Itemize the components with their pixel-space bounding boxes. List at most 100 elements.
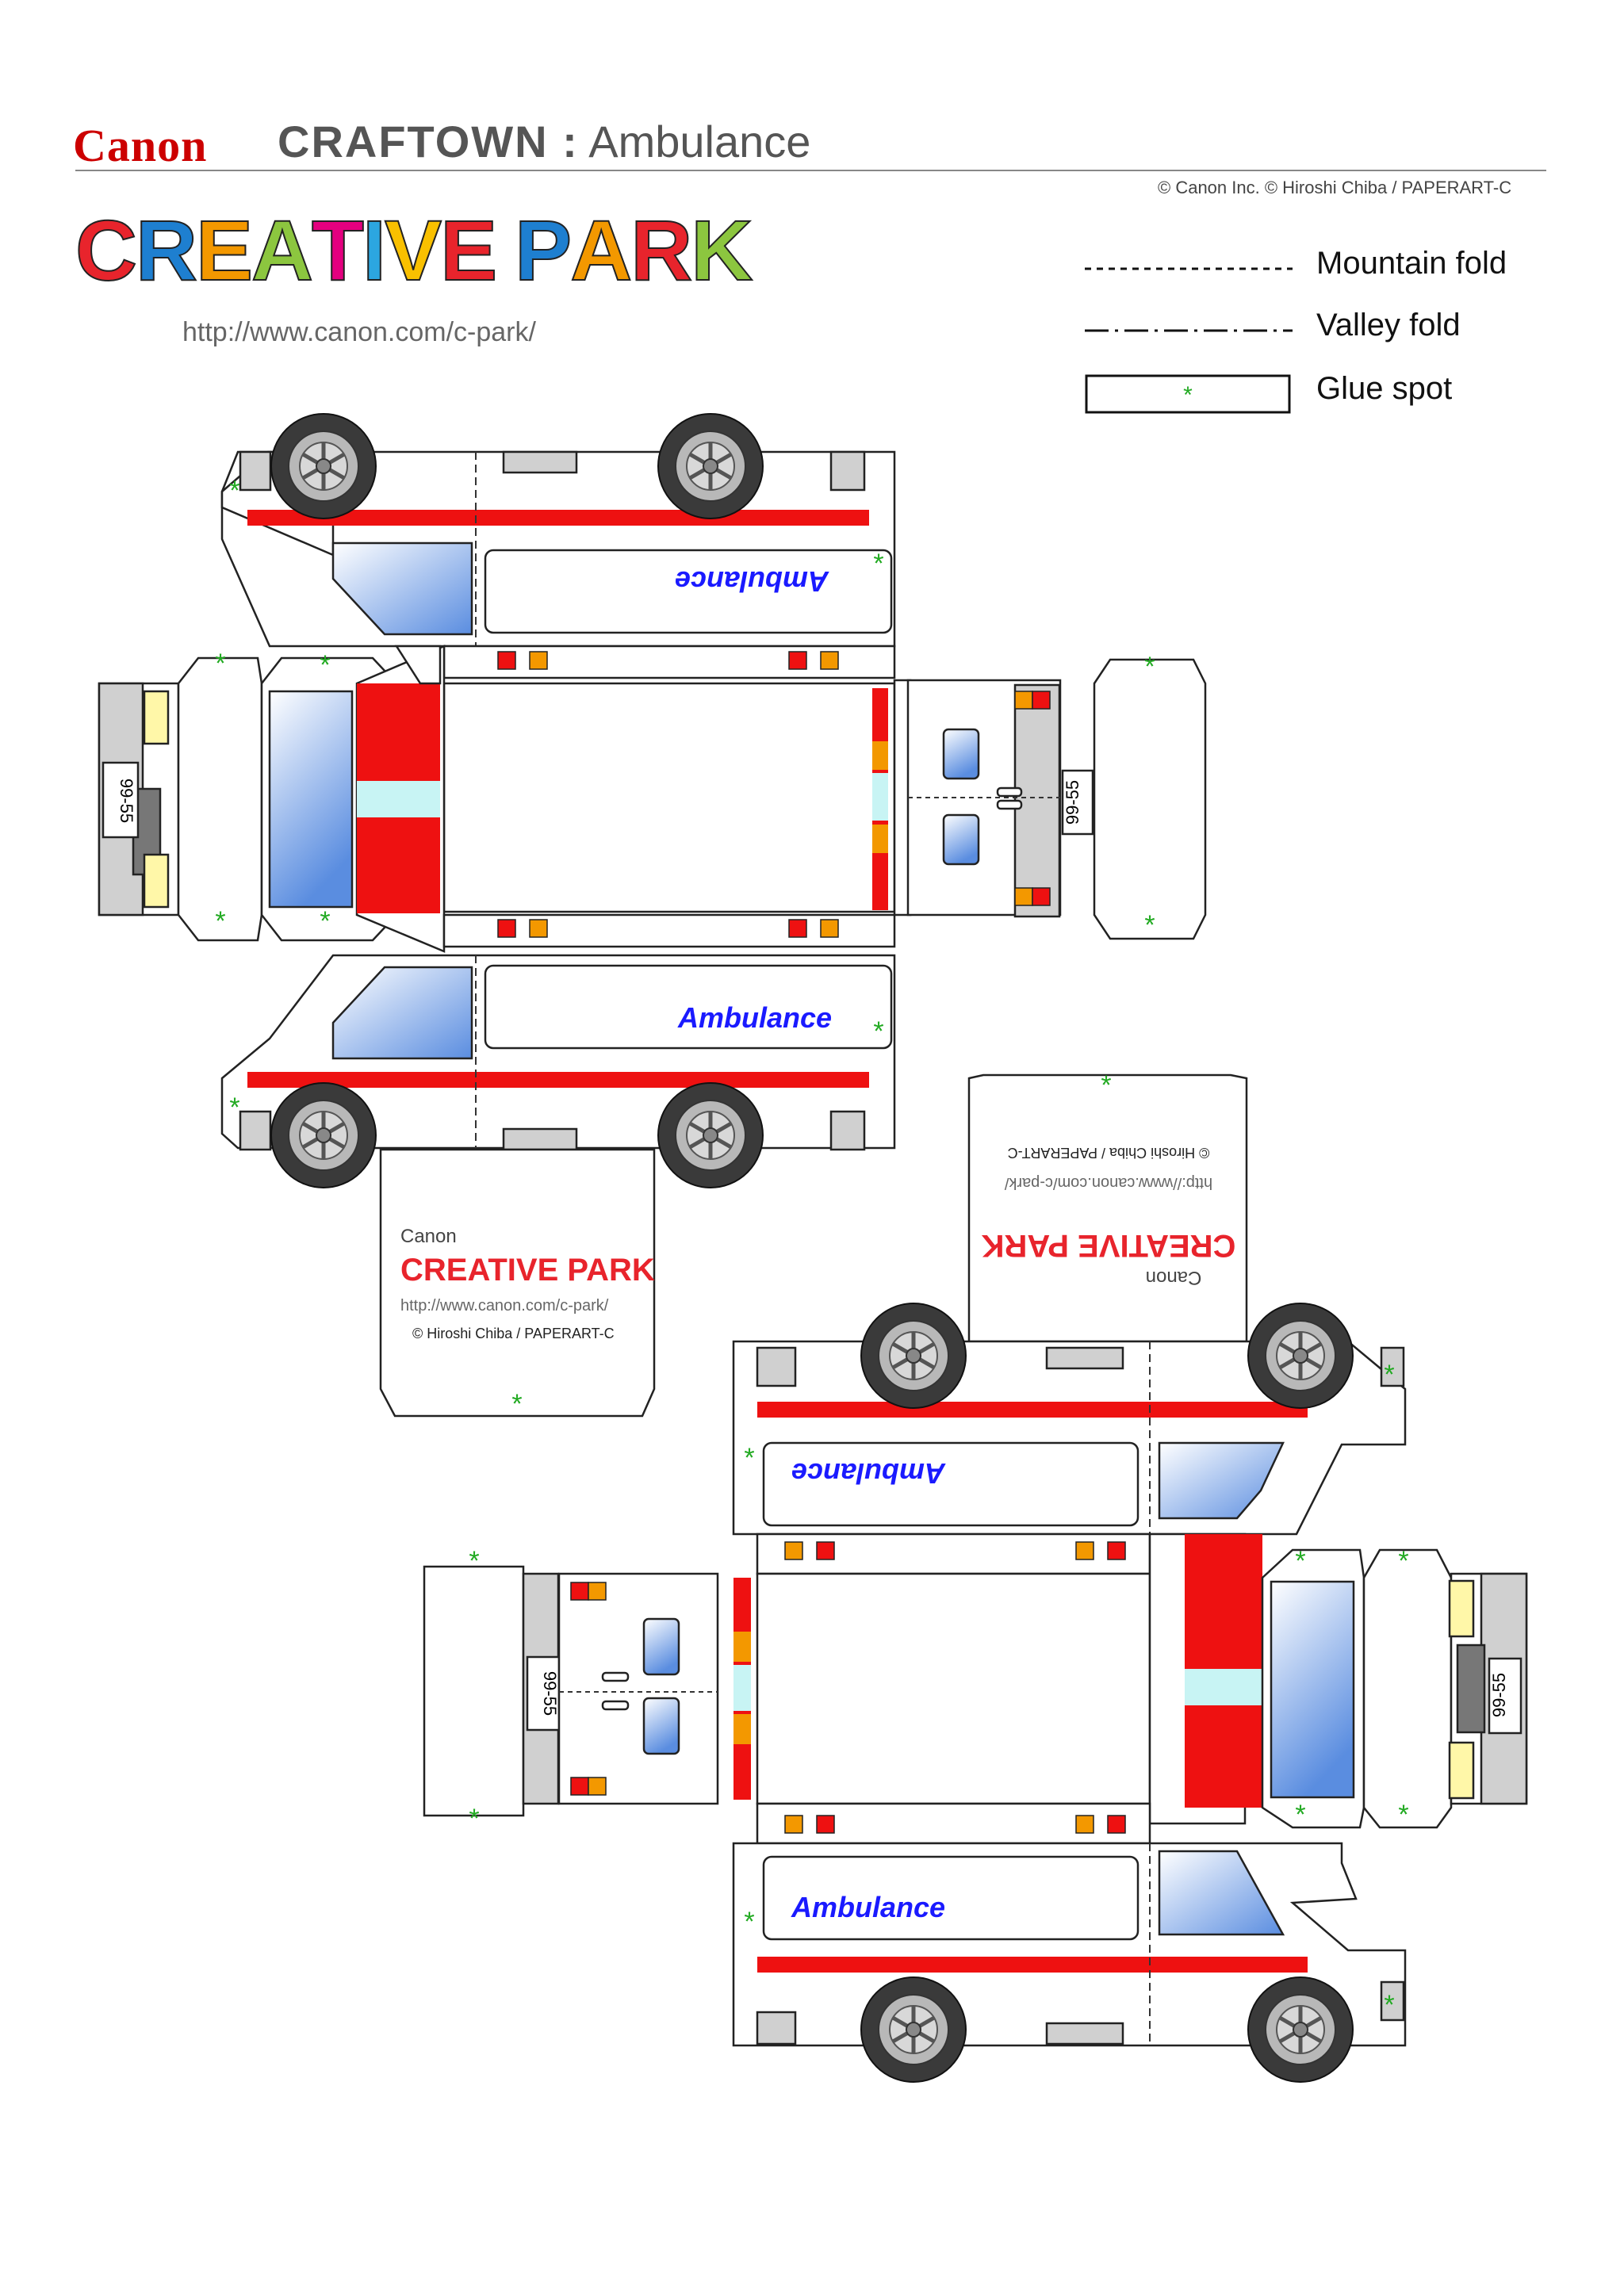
glue-spot-icon: * [1398, 1546, 1408, 1576]
glue-spot-icon: * [469, 1804, 479, 1834]
name-plate [484, 549, 893, 634]
lamp [788, 651, 807, 670]
glue-spot-icon: * [1144, 652, 1155, 682]
license-plate [1488, 1657, 1522, 1735]
roof-grey [1045, 1346, 1124, 1370]
license-plate [1061, 769, 1094, 836]
tab-canon-text: Canon [1146, 1267, 1202, 1288]
plate-text: 99-55 [1489, 1673, 1509, 1717]
glue-spot-icon: * [1144, 910, 1155, 940]
grille-icon [1456, 1644, 1486, 1734]
lamp [733, 1714, 751, 1744]
plate-text: 99-55 [1063, 780, 1082, 825]
roof-strip-lower [442, 913, 896, 948]
red-stripe [757, 1402, 1308, 1418]
glue-spot-icon: * [229, 476, 239, 506]
bumper-grey [239, 1110, 272, 1151]
lamp [820, 919, 839, 938]
front-window [1158, 1441, 1285, 1520]
page-title: CRAFTOWN : Ambulance [278, 117, 811, 166]
ambulance-label: Ambulance [791, 1891, 945, 1923]
net-upper-left: Ambulance**99-55****99-55**Ambulance** [98, 414, 1207, 1188]
creative-park-logo: CREATIVE PARK [75, 202, 753, 298]
glue-spot-icon: * [215, 649, 225, 679]
rear-window [942, 728, 980, 780]
tab-credit-text: © Hiroshi Chiba / PAPERART-C [412, 1326, 615, 1341]
tab-url-text: http://www.canon.com/c-park/ [1004, 1174, 1212, 1192]
glue-spot-icon: * [1384, 1990, 1394, 2020]
lamp [497, 651, 516, 670]
lamp [570, 1582, 589, 1601]
wheel-icon [658, 414, 763, 519]
canon-logo: Canon [73, 120, 208, 171]
glue-spot-icon: * [1295, 1546, 1305, 1576]
ambulance-label: Ambulance [675, 565, 829, 598]
lamp [733, 1632, 751, 1662]
logo-letter: E [439, 202, 498, 298]
wheel-icon [861, 1303, 966, 1408]
name-plate [762, 1855, 1139, 1941]
logo-letter: R [135, 202, 198, 298]
front-window [1158, 1850, 1285, 1936]
bumper-grey [239, 450, 272, 492]
lamp [529, 651, 548, 670]
logo-letter: K [690, 202, 753, 298]
glue-spot-icon: * [511, 1389, 522, 1419]
lamp [820, 651, 839, 670]
wheel-icon [271, 1083, 376, 1188]
svg-text:*: * [1183, 382, 1193, 408]
roof-panel-2 [756, 1572, 1151, 1805]
roof-strip [442, 645, 896, 679]
lamp [816, 1815, 835, 1834]
logo-letter: C [75, 202, 138, 298]
wheel-icon [861, 1977, 966, 2082]
plate-text: 99-55 [117, 779, 136, 823]
wheel-icon [658, 1083, 763, 1188]
lamp [1014, 887, 1033, 906]
lamp [1107, 1541, 1126, 1560]
tab-canon-text: Canon [400, 1226, 457, 1247]
glue-spot-icon: * [873, 549, 883, 579]
lamp [529, 919, 548, 938]
name-plate [762, 1441, 1139, 1527]
roof-panel [442, 682, 896, 913]
logo-letter: A [569, 202, 633, 298]
headlight [1448, 1741, 1475, 1800]
logo-letter: I [362, 202, 387, 298]
net-lower-right: CREATIVE PARK© Hiroshi Chiba / PAPERART-… [423, 1070, 1528, 2082]
glue-spot-icon: * [744, 1907, 754, 1937]
copyright-credit: © Canon Inc. © Hiroshi Chiba / PAPERART-… [1158, 178, 1512, 197]
hood-panel [177, 656, 263, 942]
glue-spot-icon: * [320, 650, 330, 680]
lamp [1032, 691, 1051, 710]
bumper-grey [756, 1346, 797, 1387]
lamp [872, 741, 888, 770]
wheel-icon [271, 414, 376, 519]
glue-spot-icon: * [215, 906, 225, 936]
door-handle [601, 1671, 630, 1682]
lamp [1075, 1815, 1094, 1834]
rear-window [642, 1617, 680, 1676]
rear-window [942, 813, 980, 866]
glue-spot-icon: * [1384, 1360, 1394, 1390]
rear-stripe [872, 773, 888, 821]
hood-panel-2 [1362, 1548, 1453, 1829]
wheel-icon [1248, 1303, 1353, 1408]
door-handle [996, 799, 1023, 810]
lamp [1014, 691, 1033, 710]
bumper-grey [1380, 1980, 1405, 2022]
creative-park-url: http://www.canon.com/c-park/ [182, 317, 536, 347]
lamp [784, 1815, 803, 1834]
front-window [331, 541, 473, 636]
cab-stripe-2 [1185, 1669, 1262, 1705]
glue-spot-icon: * [320, 906, 330, 936]
rear-window [642, 1697, 680, 1755]
windshield [1270, 1580, 1355, 1799]
logo-letter: E [195, 202, 254, 298]
glue-spot-icon: * [744, 1443, 754, 1473]
logo-letter: P [514, 202, 573, 298]
tab-park-text: CREATIVE PARK [400, 1253, 655, 1288]
logo-letter: A [251, 202, 314, 298]
